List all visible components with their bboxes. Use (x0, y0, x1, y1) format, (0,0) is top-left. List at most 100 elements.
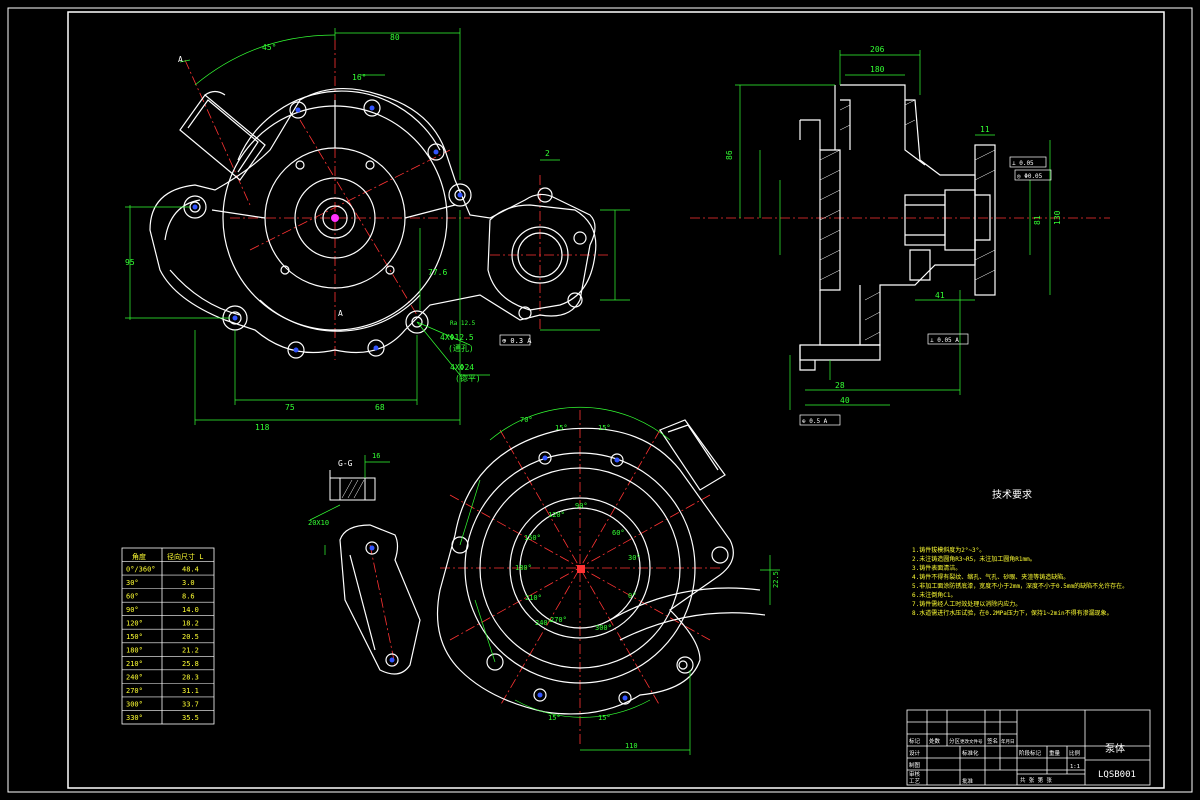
table-cell-radius: 20.5 (182, 633, 199, 641)
dim-45-angle: 45° (262, 43, 276, 52)
tech-req-title: 技术要求 (992, 488, 1032, 501)
tb-col-label-3: 分区 (949, 737, 961, 745)
table-cell-angle: 90° (126, 606, 139, 614)
tb-row-drafting: 制图 (909, 761, 921, 769)
note-roughness: Ra 12.5 (450, 320, 476, 327)
angle-60: 60° (612, 529, 625, 537)
tb-row-design: 设计 (909, 749, 921, 757)
table-header-radius: 径向尺寸 L (167, 552, 203, 561)
section-g-label: G-G (338, 459, 353, 468)
tb-std: 标准化 (962, 749, 979, 757)
angle-table: 角度 径向尺寸 L 0°/360° 48.4 30° 3.0 60° 8.6 90° 14.0… (121, 547, 215, 725)
table-cell-radius: 33.7 (182, 701, 199, 709)
tech-req-item-7: 7.铸件需经人工时效处理以消除内应力。 (912, 600, 1021, 608)
angle-240: 240° (535, 619, 552, 627)
dim-20x10: 20X10 (308, 519, 329, 527)
table-cell-angle: 150° (126, 633, 143, 641)
table-cell-radius: 48.4 (182, 565, 199, 573)
dim-bottom-15-right: 15° (598, 714, 611, 722)
table-cell-radius: 25.8 (182, 660, 199, 668)
dim-41: 41 (935, 291, 945, 300)
note-holes-12-5: 4XΦ12.5 (440, 333, 474, 342)
tb-scale: 1:1 (1070, 764, 1080, 770)
tolerance-frame-top (499, 334, 531, 346)
section-view: 206 180 11 41 28 40 86 130 81 ⊥ 0.05 ◎ Φ… (690, 45, 1110, 426)
dim-180: 180 (870, 65, 885, 74)
table-cell-angle: 30° (126, 579, 139, 587)
tech-req-item-1: 1.铸件拔模斜度为2°~3°。 (912, 546, 985, 554)
table-cell-angle: 270° (126, 687, 143, 695)
table-cell-radius: 21.2 (182, 647, 199, 655)
dim-16-detail: 16 (372, 452, 380, 460)
dim-95: 95 (125, 258, 135, 267)
tb-col-label-5: 签名 (987, 737, 998, 745)
table-cell-radius: 3.0 (182, 579, 195, 587)
table-cell-radius: 31.1 (182, 687, 199, 695)
top-view: 80 45° 16° 95 118 75 68 77.6 2 4XΦ12.5 (… (125, 28, 630, 432)
angle-0: 0° (628, 592, 636, 600)
angle-15-left: 15° (555, 424, 568, 432)
angle-120: 120° (548, 511, 565, 519)
tech-req-item-5: 5.非加工面涂防锈底漆，宽度不小于2mm，深度不小于0.5mm的缺陷不允许存在。 (912, 582, 1128, 590)
tol-frame-1 (1009, 156, 1047, 168)
tech-req-item-8: 8.水道需进行水压试验，在0.2MPa压力下，保持1~2min不得有渗漏现象。 (912, 609, 1113, 617)
section-mark-a-bottom: A (338, 309, 343, 318)
dim-110: 110 (625, 742, 638, 750)
table-cell-angle: 210° (126, 660, 143, 668)
drawing-border (7, 7, 1193, 793)
tech-req-item-3: 3.铸件表面清洁。 (912, 564, 961, 572)
tb-sheet-info: 共 张 第 张 (1020, 776, 1052, 784)
table-cell-radius: 8.6 (182, 592, 195, 600)
dim-bottom-15-left: 15° (548, 714, 561, 722)
angle-30: 30° (628, 554, 641, 562)
tb-col-label-4: 更改文件号 (960, 738, 983, 745)
table-cell-angle: 180° (126, 647, 143, 655)
tb-col-label-1: 标记 (909, 737, 921, 745)
tb-ratio: 比例 (1069, 749, 1081, 757)
table-cell-angle: 120° (126, 619, 143, 627)
tech-req-item-2: 2.未注铸造圆角R3~R5，未注加工圆角R1mm。 (912, 555, 1036, 563)
dim-11: 11 (980, 125, 990, 134)
technical-requirements: 技术要求 1.铸件拔模斜度为2°~3°。 2.未注铸造圆角R3~R5，未注加工圆… (912, 488, 1128, 617)
tol-frame-4 (799, 414, 841, 426)
tolerance-top: ⊕ 0.3 A (502, 337, 532, 345)
tech-req-item-6: 6.未注倒角C1。 (912, 591, 956, 599)
angle-70: 70° (520, 416, 533, 424)
dim-206: 206 (870, 45, 885, 54)
tol-frame-3 (927, 333, 969, 345)
table-cell-radius: 28.3 (182, 674, 199, 682)
tb-approve: 批准 (962, 777, 974, 785)
dim-40: 40 (840, 396, 850, 405)
tb-row-review: 审核 (909, 770, 921, 778)
dim-22-5: 22.5 (772, 571, 780, 588)
dim-118: 118 (255, 423, 270, 432)
dim-77-6: 77.6 (428, 268, 447, 277)
dim-16-angle: 16° (352, 73, 366, 82)
tb-part-name: 泵体 (1105, 743, 1125, 755)
dim-86: 86 (725, 150, 734, 160)
table-cell-radius: 14.0 (182, 606, 199, 614)
drawing-frame (67, 11, 1165, 789)
tol-1: ⊥ 0.05 (1012, 160, 1034, 167)
note-holes-24: 4XΦ24 (450, 363, 474, 372)
angle-180: 180° (515, 564, 532, 572)
tb-drawing-no: LQSB001 (1098, 770, 1136, 780)
tol-4: ⊕ 0.5 A (802, 418, 828, 425)
angle-150: 150° (524, 534, 541, 542)
tb-row-process: 工艺 (909, 778, 921, 785)
angle-90: 90° (575, 502, 588, 510)
tb-col-label-2: 处数 (929, 737, 941, 745)
dim-68: 68 (375, 403, 385, 412)
tol-3: ⊥ 0.05 A (930, 337, 959, 344)
table-cell-angle: 60° (126, 592, 139, 600)
table-cell-radius: 35.5 (182, 714, 199, 722)
tol-frame-2 (1014, 169, 1052, 181)
table-cell-angle: 0°/360° (126, 565, 156, 573)
angle-210: 210° (525, 594, 542, 602)
dim-81: 81 (1033, 215, 1042, 225)
tb-weight: 重量 (1049, 749, 1061, 757)
table-header-angle: 角度 (132, 552, 146, 561)
dim-28: 28 (835, 381, 845, 390)
tech-req-item-4: 4.铸件不得有裂纹、缩孔、气孔、砂眼、夹渣等铸造缺陷。 (912, 573, 1069, 581)
